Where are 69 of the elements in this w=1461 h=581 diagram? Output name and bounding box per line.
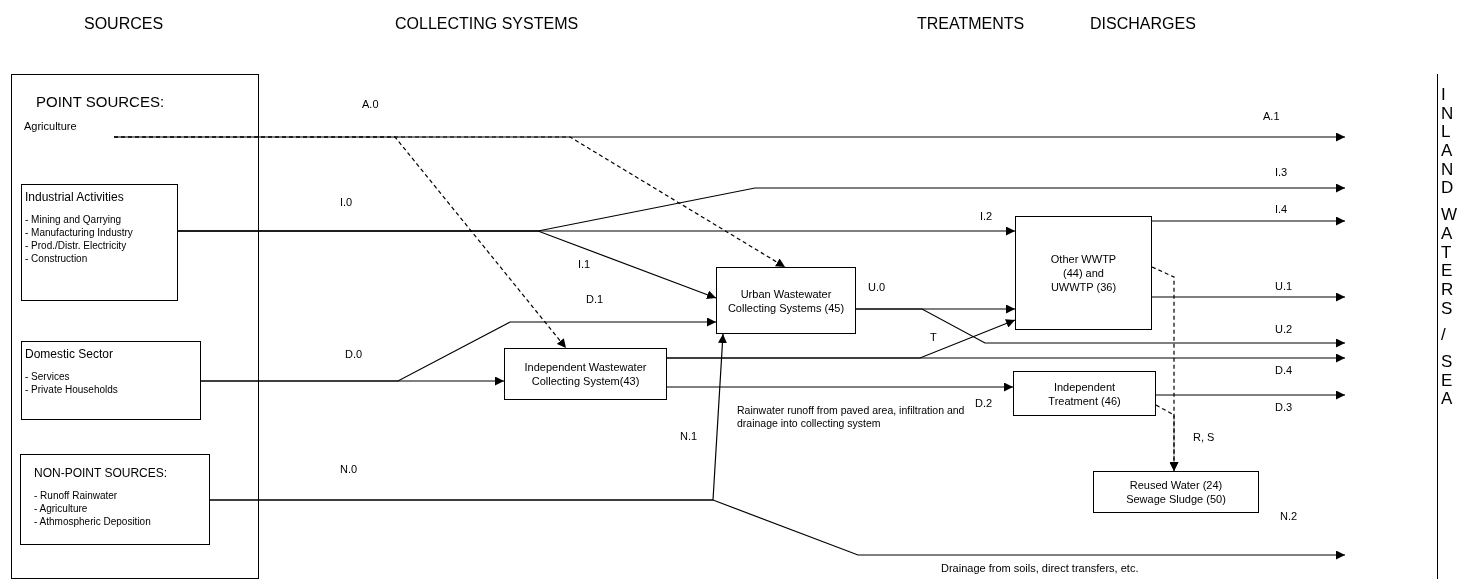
flow-arrow: [113, 136, 786, 268]
edge-label: U.2: [1275, 323, 1293, 336]
flow-code: I.0: [340, 196, 353, 209]
list-item: - Runoff Rainwater: [33, 489, 119, 502]
list-item: - Agriculture: [33, 502, 89, 515]
process-box: [1093, 471, 1259, 513]
edge-label: I.1: [578, 258, 591, 271]
box-heading: Domestic Sector: [25, 346, 115, 362]
edge-label: N.1: [680, 430, 698, 443]
column-heading: SOURCES: [84, 14, 164, 34]
process-box: [504, 348, 667, 400]
note-text: Rainwater runoff from paved area, infiltration and drainage into collecting system: [737, 404, 966, 430]
vertical-text: WATERS: [1441, 206, 1455, 319]
box-label: Other WWTP (44) and UWWTP (36): [1050, 252, 1117, 294]
vertical-text: INLAND: [1441, 86, 1455, 199]
column-heading: TREATMENTS: [917, 14, 1025, 34]
edge-label: I.4: [1275, 203, 1288, 216]
list-item: - Construction: [25, 252, 89, 265]
flow-code: A.0: [362, 98, 379, 111]
source-box: [21, 184, 178, 301]
edge-label: I.2: [980, 210, 993, 223]
flow-arrow: [1151, 292, 1346, 302]
box-heading: Industrial Activities: [25, 189, 125, 205]
box-label: Reused Water (24) Sewage Sludge (50): [1125, 478, 1227, 506]
flow-code: D.0: [345, 348, 363, 361]
source-name: Agriculture: [24, 119, 78, 134]
edge-label: U.0: [868, 281, 886, 294]
flow-code: Drainage from soils, direct transfers, etc.: [941, 562, 1139, 575]
flow-code: N.0: [340, 463, 358, 476]
list-item: - Services: [25, 370, 71, 383]
edge-label: D.2: [975, 397, 993, 410]
box-heading: NON-POINT SOURCES:: [33, 465, 169, 481]
edge-label: U.1: [1275, 280, 1293, 293]
list-item: - Manufacturing Industry: [25, 226, 134, 239]
edge-label: I.3: [1275, 166, 1288, 179]
box-label: Urban Wastewater Collecting Systems (45): [726, 286, 846, 315]
flow-arrow: [1155, 390, 1346, 400]
list-item: - Prod./Distr. Electricity: [25, 239, 128, 252]
edge-label: D.4: [1275, 364, 1293, 377]
flow-arrow: [177, 230, 717, 300]
flow-arrow: [1155, 404, 1179, 472]
edge-label: T: [930, 331, 937, 344]
panel-heading: POINT SOURCES:: [36, 92, 165, 112]
source-box: [20, 454, 210, 545]
flow-arrow: [666, 353, 1346, 363]
flow-arrow: [1151, 216, 1346, 226]
list-item: - Private Households: [25, 383, 119, 396]
sources-panel: [11, 74, 259, 579]
edge-label: R, S: [1193, 431, 1215, 444]
edge-label: D.1: [586, 293, 604, 306]
flow-arrow: [200, 317, 717, 382]
flow-arrow: [666, 382, 1014, 392]
edge-label: A.1: [1263, 110, 1280, 123]
list-item: - Athmospheric Deposition: [33, 515, 152, 528]
box-label: Independent Treatment (46): [1047, 379, 1122, 408]
flow-arrow: [855, 308, 1346, 348]
process-box: [716, 267, 856, 334]
box-label: Independent Wastewater Collecting System(43): [523, 360, 648, 388]
flow-code: D.3: [1275, 401, 1293, 414]
vertical-text: SEA: [1441, 352, 1454, 409]
column-heading: COLLECTING SYSTEMS: [395, 14, 579, 34]
edge-label: N.2: [1280, 510, 1298, 523]
column-heading: DISCHARGES: [1090, 14, 1196, 34]
source-box: [21, 341, 201, 420]
vertical-text: /: [1441, 326, 1447, 345]
list-item: - Mining and Qarrying: [25, 213, 123, 226]
process-box: [1015, 216, 1152, 330]
process-box: [1013, 371, 1156, 416]
flow-arrow: [209, 499, 1346, 560]
